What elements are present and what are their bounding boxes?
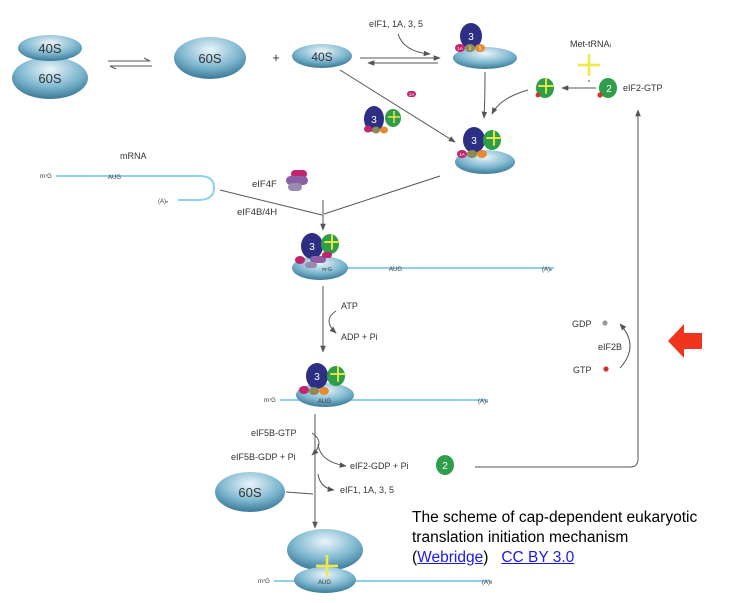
label-60s: 60S (38, 71, 61, 86)
gtp-dot (603, 366, 609, 372)
label-eif4b-4h: eIF4B/4H (237, 207, 277, 218)
arrow-mrna-merge (219, 189, 323, 216)
eif1a-badge (455, 44, 465, 52)
red-arrow-icon (668, 324, 702, 358)
label-free-60s: 60S (198, 51, 221, 66)
recycling-loop-arrow (475, 109, 641, 468)
atp-hydrolysis-curve (328, 310, 337, 334)
complex-aug-recognition: m⁷G 3 (264, 363, 488, 407)
arrow-40s-diagonal (339, 69, 456, 143)
gdp-dot (602, 320, 608, 326)
eif2b-exchange-curve (619, 323, 631, 369)
label-incoming-60s: 60S (238, 485, 261, 500)
eif2-release-curve (317, 443, 347, 468)
label-eif2-gdp-pi: eIF2-GDP + Pi (350, 461, 409, 471)
label-gdp: GDP (572, 319, 592, 329)
eif2-number: 2 (606, 84, 612, 95)
eif1-label: 1 (469, 46, 472, 52)
eif3-number: 3 (468, 32, 474, 43)
eif1-badge (465, 44, 475, 52)
label-m7g-mrna: m⁷G (40, 173, 52, 180)
met-trna-icon (578, 54, 600, 76)
plus-sign: + (272, 50, 280, 65)
equilibrium-arrows (108, 57, 152, 70)
caption-line-3: (Webridge) CC BY 3.0 (412, 548, 732, 568)
factor-binding-curve (397, 33, 431, 57)
eif5-label: 5 (479, 46, 482, 52)
eif5-badge (475, 44, 485, 52)
caption-open-paren: ( (412, 549, 418, 566)
label-polya-48s: (A)ₙ (542, 267, 553, 273)
label-aug-mrna: AUG (108, 175, 121, 181)
complex-48s: 3 m⁷G (292, 233, 554, 280)
c48s-m7g: m⁷G (322, 267, 332, 273)
label-adp-pi: ADP + Pi (341, 332, 378, 342)
label-40s: 40S (38, 41, 61, 56)
label-polya-scan: (A)ₙ (478, 399, 489, 405)
label-eif2b: eIF2B (598, 342, 622, 352)
label-gtp: GTP (573, 365, 592, 375)
factor-release-curve (317, 473, 335, 492)
mrna-strand (56, 175, 216, 201)
label-eif5b-gdp-pi: eIF5B-GDP + Pi (231, 452, 296, 462)
free-eif1a-label: 1A (409, 92, 415, 97)
caption-line-1: The scheme of cap-dependent eukaryotic (412, 509, 698, 526)
label-eif1-1a-3-5-top: eIF1, 1A, 3, 5 (369, 19, 423, 29)
label-aug-80s: AUG (318, 580, 331, 586)
label-m7g-aug-complex: m⁷G (264, 397, 276, 404)
eif2-gtp-factor: 2 (597, 78, 617, 98)
eif1a-label: 1A (457, 46, 463, 51)
c43s-eif3-number: 3 (471, 136, 477, 147)
free-factors-cluster: 3 1A (364, 91, 416, 134)
complex-80s-initiation: m⁷G (258, 529, 492, 593)
released-eif2: 2 (436, 455, 454, 475)
label-atp: ATP (341, 301, 358, 311)
label-polya-80s: (A)ₙ (482, 580, 493, 586)
label-mrna: mRNA (120, 151, 147, 161)
arrow-60s-join (285, 491, 314, 495)
subunit-40s-shape (18, 35, 82, 61)
caug-eif3-number: 3 (314, 372, 320, 383)
label-aug-scan: AUG (318, 399, 331, 405)
label-aug-48s: AUG (389, 267, 402, 273)
incoming-subunit-60s: 60S (215, 472, 285, 512)
label-met-trna: Met-tRNAᵢ (570, 39, 611, 49)
ternary-complex (535, 78, 554, 98)
free-subunit-40s: 40S (292, 44, 352, 68)
arrow-43s-merge (323, 175, 441, 215)
subunit-60s-shape (12, 57, 88, 99)
ribosome-80s-top: 40S 60S (12, 35, 88, 99)
caption-line-2: translation initiation mechanism (412, 529, 629, 546)
eif3-badge (460, 23, 482, 49)
label-free-40s: 40S (311, 50, 332, 64)
c43s-eif1a-label: 1A (459, 152, 465, 157)
label-eif1-1a-3-5-bottom: eIF1, 1A, 3, 5 (340, 485, 394, 495)
arrow-ternary-in (491, 89, 529, 115)
caption-close-paren: ) (483, 549, 489, 566)
complex-43s: 3 1A (455, 127, 515, 174)
label-eif4f: eIF4F (252, 179, 277, 190)
license-link[interactable]: CC BY 3.0 (501, 549, 575, 566)
complex-40s-eif-top: 3 1A 1 5 (453, 23, 517, 69)
figure-caption: The scheme of cap-dependent eukaryotic t… (412, 508, 732, 568)
released-eif2-number: 2 (442, 461, 448, 472)
label-polya-mrna: (A)ₙ (158, 199, 169, 205)
free-eif3-number: 3 (371, 115, 377, 126)
arrow-complex-down (481, 71, 488, 119)
label-eif2-gtp: eIF2-GTP (623, 83, 663, 93)
eif4f-complex (286, 170, 308, 191)
webridge-link[interactable]: Webridge (417, 549, 484, 566)
label-eif5b-gtp: eIF5B-GTP (251, 428, 297, 438)
c48s-eif3-number: 3 (309, 242, 315, 253)
eif5b-curve (311, 432, 320, 456)
free-subunit-60s: 60S (174, 37, 246, 79)
label-m7g-80s: m⁷G (258, 578, 270, 585)
